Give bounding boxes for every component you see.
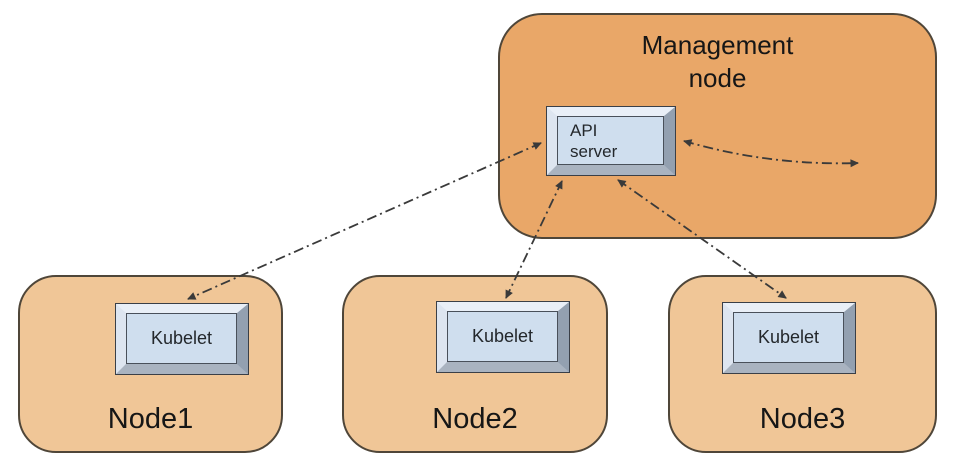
management-node-title: Management node [641,30,794,93]
kubelet-bevel: Kubelet [437,302,569,372]
kubelet-bevel: Kubelet [116,304,248,374]
node1-label: Node1 [107,403,194,435]
node-2: Kubelet Node2 [342,275,608,453]
node-3: Kubelet Node3 [668,275,937,453]
node-1: Kubelet Node1 [18,275,283,453]
node3-label: Node3 [759,403,846,435]
kubelet-label-node2: Kubelet [447,311,558,362]
api-server-bevel: API server [547,107,675,175]
kubelet-label-node1: Kubelet [126,313,237,364]
api-server-box: API server [546,106,676,176]
kubelet-box-node2: Kubelet [436,301,570,373]
kubelet-label-node3: Kubelet [733,312,844,363]
kubelet-box-node3: Kubelet [722,302,856,374]
kubelet-bevel: Kubelet [723,303,855,373]
kubelet-box-node1: Kubelet [115,303,249,375]
node2-label: Node2 [432,403,518,435]
api-server-label: API server [557,116,664,165]
